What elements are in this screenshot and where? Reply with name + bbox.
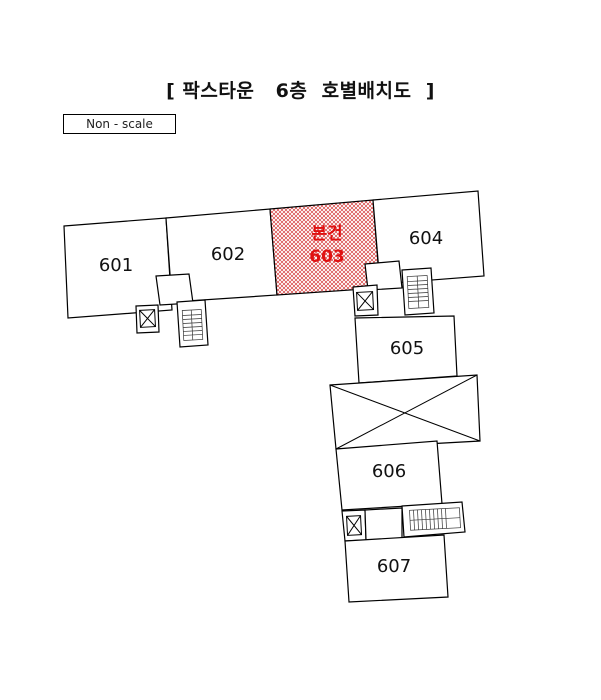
room-label-607: 607 [377,556,411,577]
room-604[interactable] [372,190,485,285]
core-block-left [155,273,194,306]
room-label-603: 603 [309,247,345,267]
room-label-605: 605 [390,338,424,359]
room-label-602: 602 [211,244,245,265]
room-label-601: 601 [99,255,133,276]
room-label-604: 604 [409,228,443,249]
stair-block-lower [401,501,466,538]
core-block-right [364,260,403,291]
void-area [329,374,481,450]
room-tag-603: 본건 [311,224,342,244]
scale-note: Non - scale [63,114,176,134]
elevator-marks [139,291,481,536]
stair-treads [181,275,461,531]
room-607[interactable] [344,534,449,603]
page-title: [ 팍스타운 6층 호별배치도 ] [166,80,435,102]
room-601[interactable] [63,217,173,319]
core-block-lower [364,507,403,541]
room-label-606: 606 [372,461,406,482]
